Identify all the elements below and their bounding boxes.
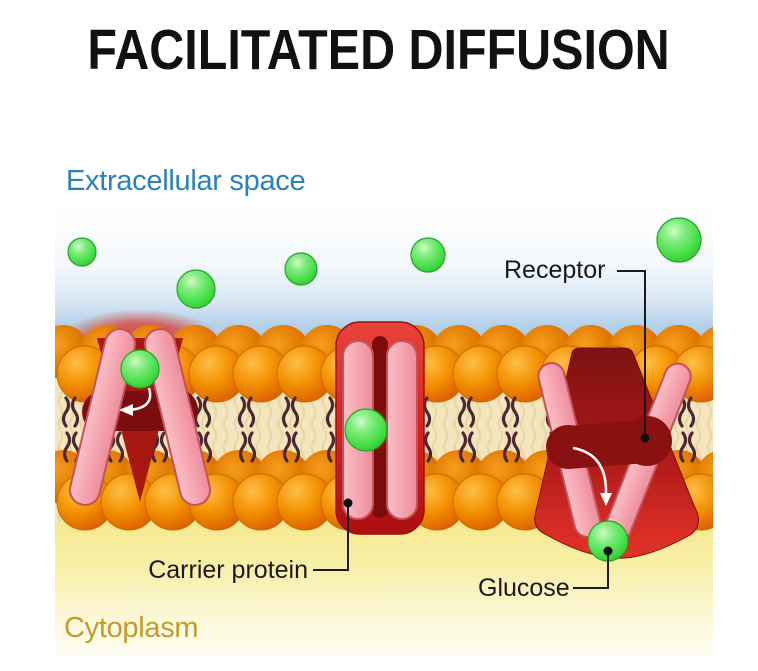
receptor-pore bbox=[546, 425, 590, 469]
phospholipid-tail bbox=[457, 396, 467, 428]
phospholipid-tail bbox=[686, 396, 696, 428]
receptor-label: Receptor bbox=[504, 256, 606, 284]
phospholipid-tail bbox=[291, 431, 301, 463]
carrier-protein-pointer-dot bbox=[343, 498, 353, 508]
phospholipid-tail bbox=[159, 431, 169, 463]
phospholipid-tail bbox=[70, 396, 80, 428]
phospholipid-tail bbox=[238, 431, 248, 463]
page-title: FACILITATED DIFFUSION bbox=[0, 17, 758, 83]
carrier-protein-label: Carrier protein bbox=[148, 556, 308, 584]
phospholipid-tail bbox=[467, 431, 477, 463]
phospholipid-tail bbox=[290, 396, 300, 428]
transport-arrow-head bbox=[119, 404, 133, 416]
carrier-protein-left-subunit bbox=[68, 328, 137, 506]
glucose-molecule bbox=[284, 252, 318, 286]
phospholipid-tail bbox=[193, 396, 203, 428]
phospholipid-tail bbox=[61, 396, 71, 428]
glucose-entering-carrier bbox=[120, 349, 160, 389]
receptor-pointer-dot bbox=[640, 433, 650, 443]
phospholipid-tail bbox=[281, 396, 291, 428]
transport-arrow bbox=[572, 446, 608, 495]
carrier-protein-right-subunit bbox=[143, 328, 212, 506]
carrier-protein-pointer-line bbox=[313, 503, 349, 571]
membrane-scene bbox=[55, 200, 713, 660]
transport-arrow bbox=[128, 387, 152, 412]
phospholipid-tail bbox=[501, 396, 511, 428]
phospholipid-tail bbox=[511, 431, 521, 463]
phospholipid-tail bbox=[62, 431, 72, 463]
phospholipid-tail bbox=[423, 431, 433, 463]
carrier-protein-right-subunit bbox=[386, 340, 418, 520]
phospholipid-tail bbox=[458, 431, 468, 463]
phospholipid-tail bbox=[246, 396, 256, 428]
glucose-inside-carrier bbox=[344, 408, 388, 452]
phospholipid-tail bbox=[247, 431, 257, 463]
receptor-pointer-line bbox=[617, 270, 646, 438]
glucose-label: Glucose bbox=[478, 574, 570, 602]
extracellular-space-label: Extracellular space bbox=[66, 165, 306, 197]
glucose-molecule bbox=[176, 269, 216, 309]
glucose-molecule bbox=[410, 237, 446, 273]
phospholipid-tail bbox=[150, 431, 160, 463]
cytoplasm-label: Cytoplasm bbox=[64, 612, 199, 644]
phospholipid-tail bbox=[510, 396, 520, 428]
glucose-pointer-line bbox=[573, 551, 609, 589]
title-text: FACILITATED DIFFUSION bbox=[87, 18, 671, 82]
phospholipid-tail bbox=[326, 431, 336, 463]
phospholipid-tail bbox=[502, 431, 512, 463]
phospholipid-tail bbox=[466, 396, 476, 428]
glucose-pointer-dot bbox=[603, 546, 613, 556]
transport-arrow-head bbox=[600, 493, 612, 506]
phospholipid-tail bbox=[678, 431, 688, 463]
glucose-molecule bbox=[656, 217, 702, 263]
phospholipid-tail bbox=[677, 396, 687, 428]
phospholipid-tail bbox=[422, 396, 432, 428]
phospholipid-tail bbox=[687, 431, 697, 463]
phospholipid-tail bbox=[325, 396, 335, 428]
phospholipid-tail bbox=[202, 396, 212, 428]
glucose-molecule bbox=[67, 237, 97, 267]
phospholipid-tail bbox=[203, 431, 213, 463]
phospholipid-tail bbox=[115, 431, 125, 463]
phospholipid-tail bbox=[237, 396, 247, 428]
phospholipid-tail bbox=[282, 431, 292, 463]
